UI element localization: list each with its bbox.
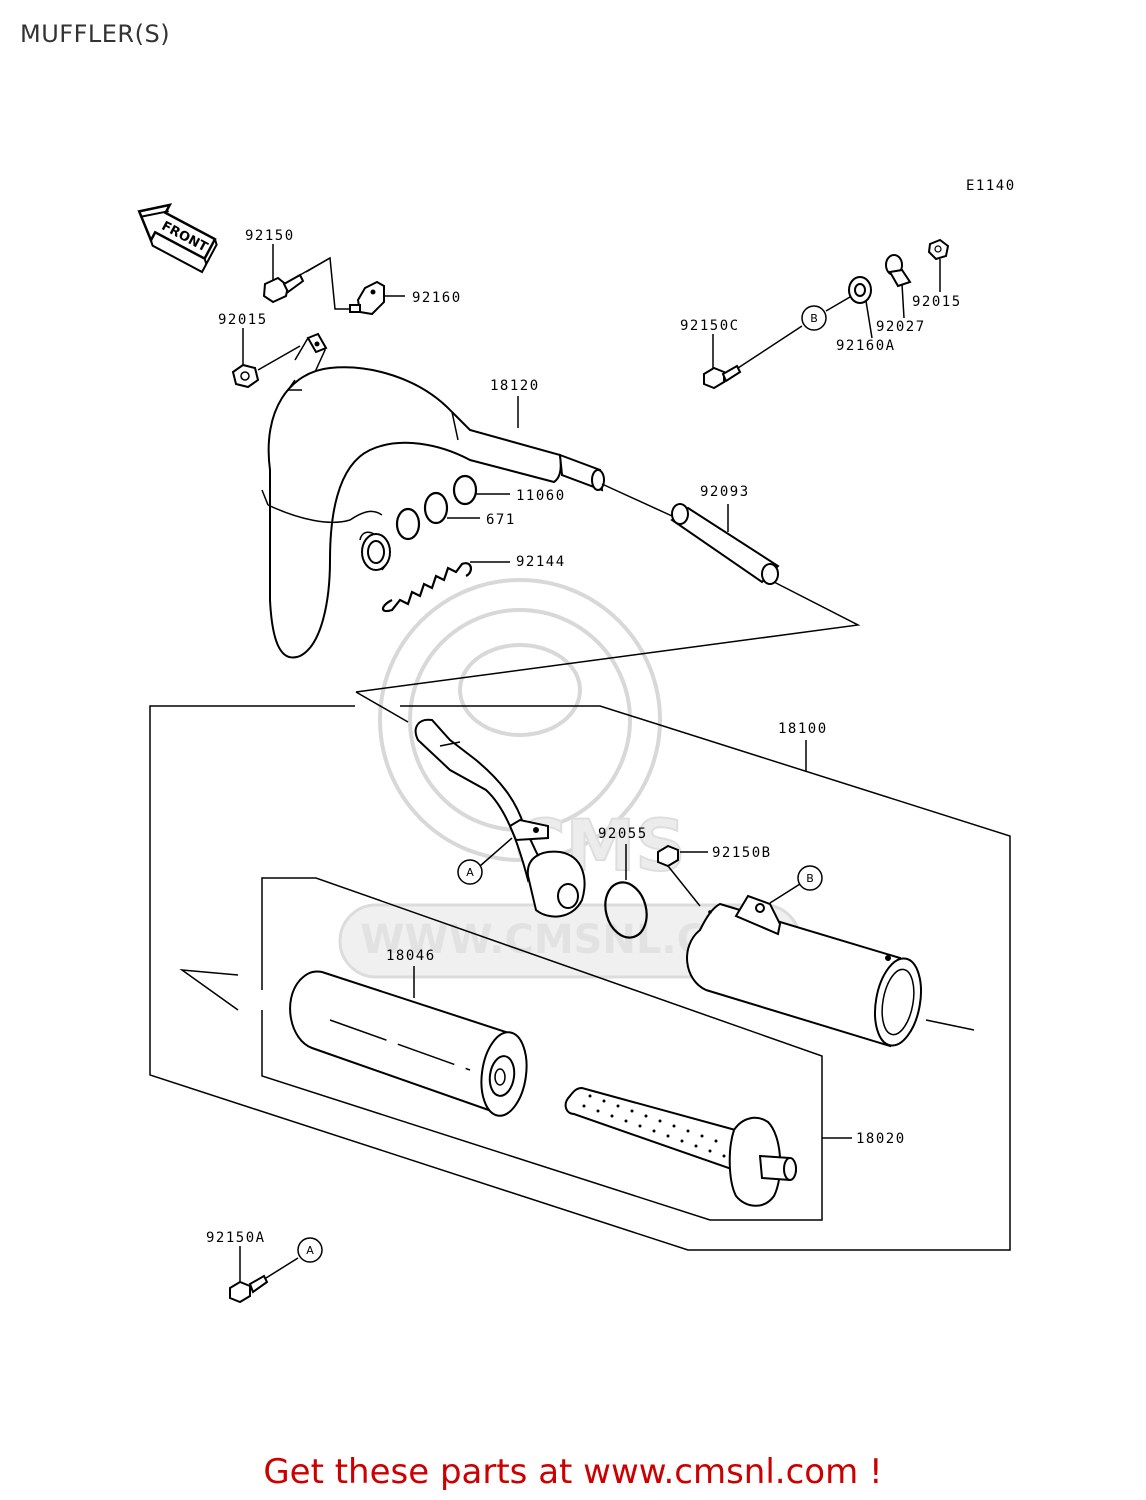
gasket-11060 [452,474,510,506]
label-92150: 92150 [245,228,295,244]
label-92093: 92093 [700,484,750,500]
collar-92027 [885,254,912,319]
silencer-body [686,894,975,1048]
page-title: MUFFLER(S) [20,20,171,48]
label-11060: 11060 [516,488,566,504]
bolt-92150B [657,844,708,907]
nut-92015-left [231,345,301,389]
label-18020: 18020 [856,1131,906,1147]
grommet-92160A [848,276,873,339]
expansion-chamber-18120 [261,332,605,659]
inner-pipe-18020 [564,1086,797,1207]
bracket-92160 [349,280,405,316]
diagram-code: E1140 [966,178,1016,194]
assembly-outline-18100 [149,705,1011,1251]
guide-lines [355,581,861,693]
callout-a-bottom: A [297,1237,323,1263]
gasket-671 [395,491,480,541]
joint-pipe-92093 [670,503,780,585]
label-18046: 18046 [386,948,436,964]
label-92150A: 92150A [206,1230,266,1246]
bolt-92150A [229,1257,299,1304]
label-18120: 18120 [490,378,540,394]
label-92015-right: 92015 [912,294,962,310]
bolt-92150 [262,244,331,304]
label-92015-left: 92015 [218,312,268,328]
leader-92160 [305,256,355,310]
guide-left [179,969,239,1011]
nut-92015-right [927,238,950,292]
label-92055: 92055 [598,826,648,842]
spring-92144 [381,561,510,613]
label-92027: 92027 [876,319,926,335]
callout-b-middle: B [769,865,823,904]
svg-text:B: B [810,312,818,325]
label-92144: 92144 [516,554,566,570]
gasket-92055 [604,844,648,939]
callout-b-top: B [801,296,851,331]
label-92160: 92160 [412,290,462,306]
packing-18046 [289,966,528,1117]
callout-a-middle: A [457,837,513,885]
head-pipe [414,718,586,918]
svg-text:B: B [806,872,814,885]
leader-joint [601,483,673,517]
front-arrow-icon: FRONT [137,203,218,274]
bolt-92150C [703,325,803,390]
label-671: 671 [486,512,516,528]
label-18100: 18100 [778,721,828,737]
footer-link[interactable]: Get these parts at www.cmsnl.com ! [263,1452,883,1492]
label-92160A: 92160A [836,338,896,354]
svg-text:A: A [306,1244,314,1257]
label-92150B: 92150B [712,845,772,861]
svg-text:A: A [466,866,474,879]
label-92150C: 92150C [680,318,740,334]
